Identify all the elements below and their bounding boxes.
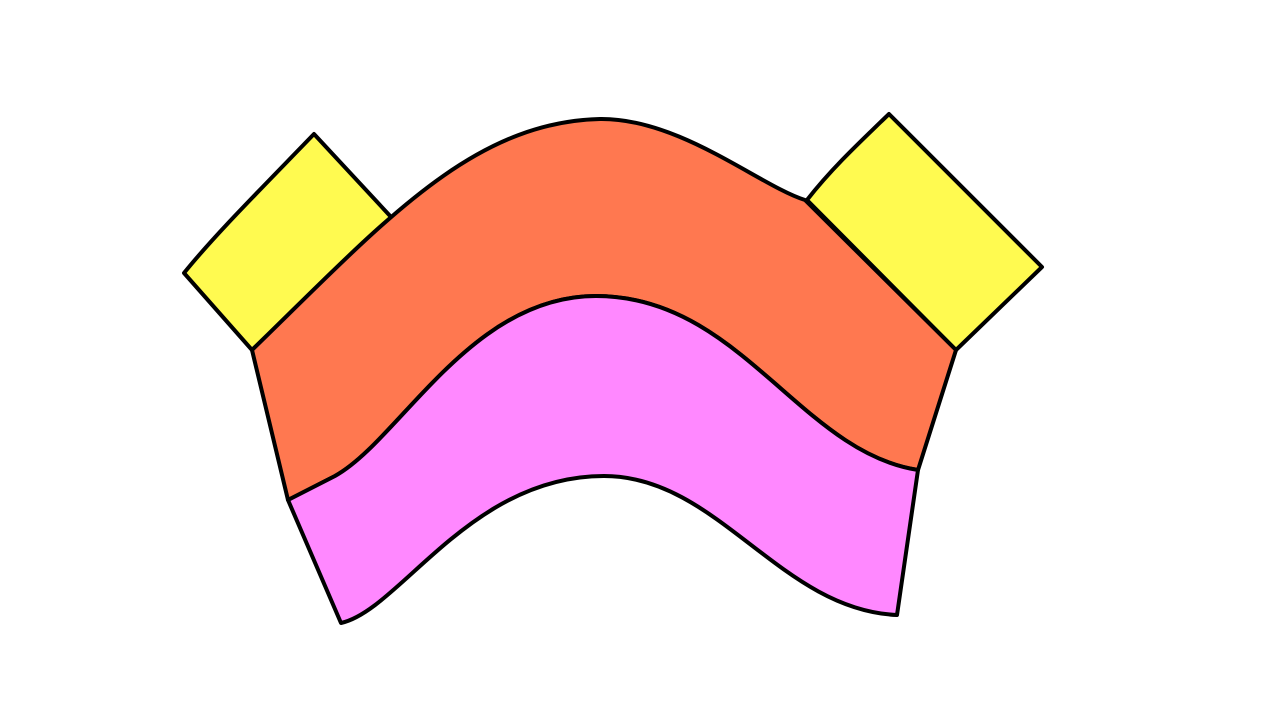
left-yellow-square <box>182 132 394 352</box>
pink-arch-band <box>286 294 920 625</box>
right-yellow-square <box>805 112 1044 352</box>
